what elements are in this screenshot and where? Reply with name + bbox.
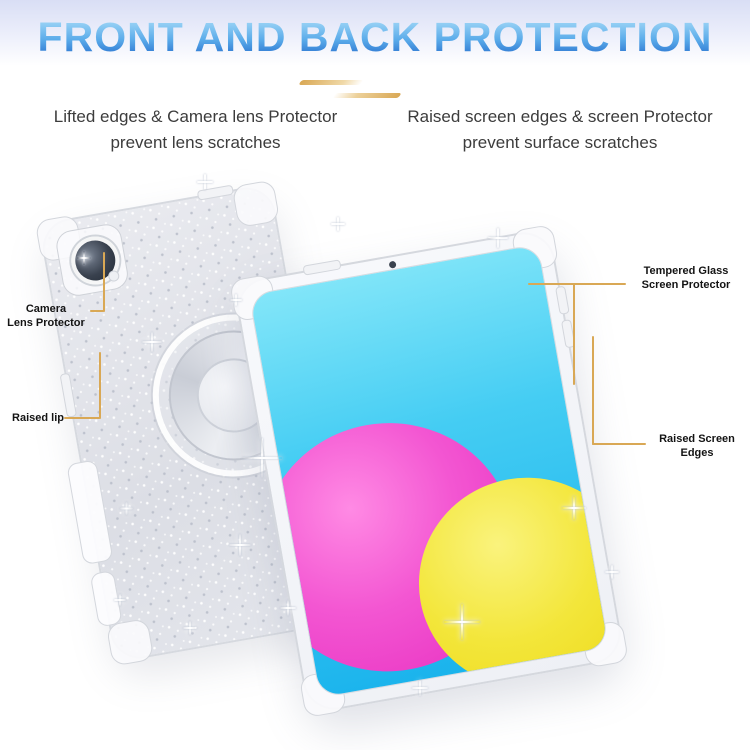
page-title: FRONT AND BACK PROTECTION [0, 14, 750, 61]
leader-line [90, 310, 104, 312]
volume-button [555, 285, 570, 315]
camera-flash [107, 269, 121, 283]
front-camera-dot [388, 260, 397, 269]
corner-bumper [231, 179, 281, 229]
feature-line: prevent lens scratches [110, 133, 281, 153]
feature-line: prevent surface scratches [462, 133, 658, 153]
callout-line-text: Tempered Glass [643, 265, 729, 277]
callout-line-text: Raised lip [12, 412, 64, 424]
feature-line: Raised screen edges & screen Protector [407, 107, 713, 126]
sparkle-icon [331, 217, 345, 231]
leader-line [99, 352, 101, 419]
case-front-view [228, 223, 630, 719]
feature-text-back: Lifted edges & Camera lens Protector prev… [28, 104, 363, 157]
callout-line-text: Edges [680, 447, 714, 460]
leader-line [528, 283, 626, 285]
leader-line [103, 252, 105, 312]
feature-line: Lifted edges & Camera lens Protector [53, 107, 338, 126]
power-button [302, 259, 342, 276]
callout-line-text: Camera [25, 303, 67, 315]
callout-line-text: Raised Screen [659, 433, 735, 445]
camera-module [53, 221, 131, 299]
callout-line-text: Screen Protector [641, 279, 731, 292]
header-gradient-band [0, 0, 750, 66]
tablet-screen [249, 244, 609, 698]
leader-line [592, 336, 594, 445]
kickstand-tab [66, 459, 114, 566]
callout-raised-lip: Raised lip [8, 411, 68, 425]
gold-stroke-decoration [332, 93, 402, 98]
power-button [196, 184, 234, 201]
kickstand-tab [89, 570, 123, 628]
callout-line-text: Lens Protector [7, 317, 85, 330]
feature-text-front: Raised screen edges & screen Protector pr… [390, 104, 730, 157]
leader-line [64, 417, 100, 419]
corner-bumper [105, 617, 155, 667]
leader-line [592, 443, 646, 445]
gold-stroke-decoration [298, 80, 364, 85]
leader-line [573, 283, 575, 385]
